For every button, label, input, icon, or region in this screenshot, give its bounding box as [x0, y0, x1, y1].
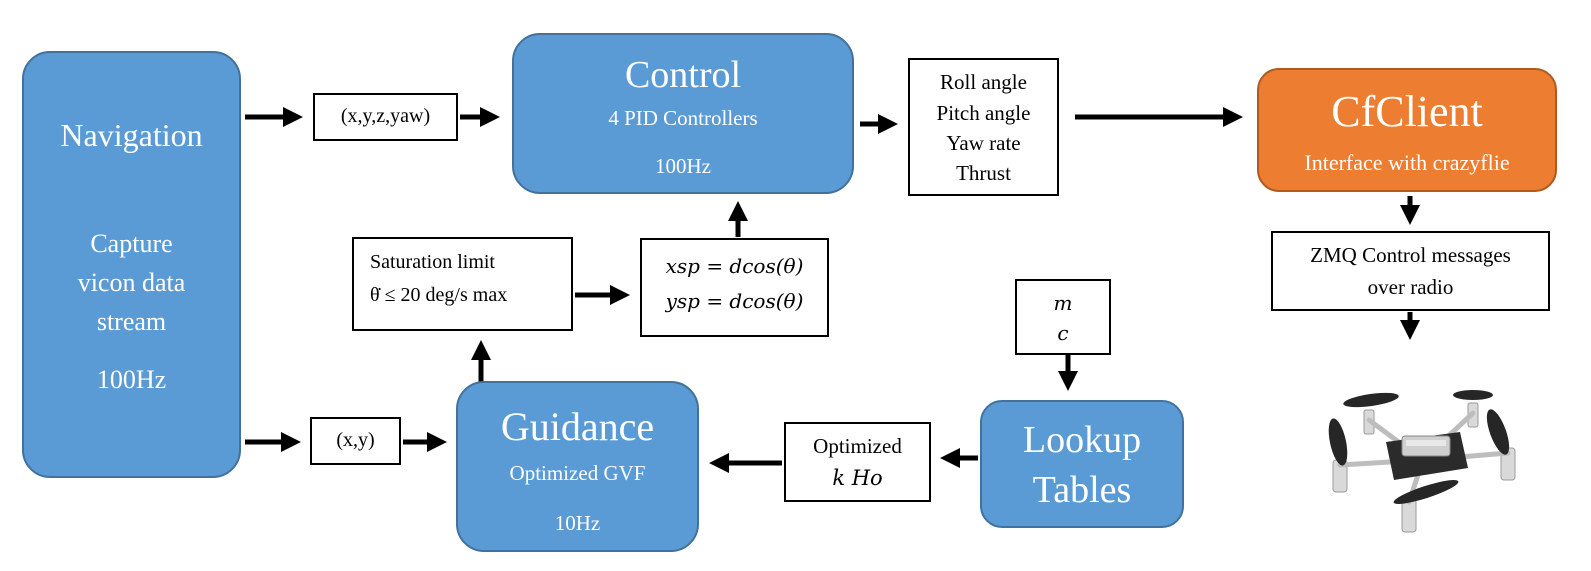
setpoint-x-equation: xsp = dcos(θ): [665, 254, 804, 278]
zmq-line-1: ZMQ Control messages: [1310, 243, 1511, 267]
navigation-desc-line-2: vicon data: [77, 268, 186, 297]
attitude-line-roll: Roll angle: [940, 70, 1027, 94]
control-title: Control: [624, 54, 742, 96]
saturation-line-2: θ̇ ≤ 20 deg/s max: [370, 284, 508, 306]
guidance-block: Guidance Optimized GVF 10Hz: [456, 381, 699, 552]
param-c: c: [1057, 321, 1069, 345]
attitude-line-yaw: Yaw rate: [946, 131, 1021, 155]
lookup-title-line-2: Tables: [1032, 469, 1132, 511]
setpoint-y-equation: ysp = dcos(θ): [665, 289, 804, 313]
navigation-title: Navigation: [60, 117, 203, 153]
optimized-line-2: k Ho: [832, 466, 883, 490]
zmq-messages-box: ZMQ Control messages over radio: [1271, 231, 1550, 311]
navigation-block: Navigation Capture vicon data stream 100…: [22, 51, 241, 478]
attitude-line-pitch: Pitch angle: [936, 101, 1031, 125]
lookup-tables-block: Lookup Tables: [980, 400, 1184, 528]
navigation-desc-line-3: stream: [96, 307, 167, 336]
navigation-rate: 100Hz: [96, 365, 167, 394]
cfclient-title: CfClient: [1331, 87, 1483, 136]
xy-signal-box: (x,y): [310, 417, 401, 465]
zmq-line-2: over radio: [1367, 275, 1454, 299]
guidance-rate: 10Hz: [554, 511, 601, 535]
saturation-limit-box: Saturation limit θ̇ ≤ 20 deg/s max: [352, 237, 573, 331]
attitude-line-thrust: Thrust: [956, 161, 1011, 185]
control-rate: 100Hz: [655, 154, 711, 178]
xy-label: (x,y): [336, 429, 375, 451]
cfclient-block: CfClient Interface with crazyflie: [1257, 68, 1557, 192]
crazyflie-drone-icon: [1328, 390, 1516, 533]
guidance-subtitle: Optimized GVF: [509, 461, 646, 485]
xyz-yaw-signal-box: (x,y,z,yaw): [313, 93, 458, 141]
lookup-title-line-1: Lookup: [1022, 419, 1142, 461]
setpoint-equation-box: xsp = dcos(θ) ysp = dcos(θ): [640, 238, 829, 337]
xyz-yaw-label: (x,y,z,yaw): [340, 105, 431, 127]
mc-parameters-box: m c: [1015, 279, 1111, 355]
optimized-gains-box: Optimized k Ho: [784, 422, 931, 502]
cfclient-subtitle: Interface with crazyflie: [1304, 150, 1510, 175]
saturation-line-1: Saturation limit: [370, 251, 495, 273]
navigation-desc-line-1: Capture: [90, 229, 173, 258]
guidance-title: Guidance: [500, 404, 655, 449]
optimized-line-1: Optimized: [813, 434, 902, 458]
attitude-outputs-box: Roll angle Pitch angle Yaw rate Thrust: [908, 58, 1059, 196]
control-subtitle: 4 PID Controllers: [608, 106, 758, 130]
param-m: m: [1053, 291, 1073, 315]
control-block: Control 4 PID Controllers 100Hz: [512, 33, 854, 194]
